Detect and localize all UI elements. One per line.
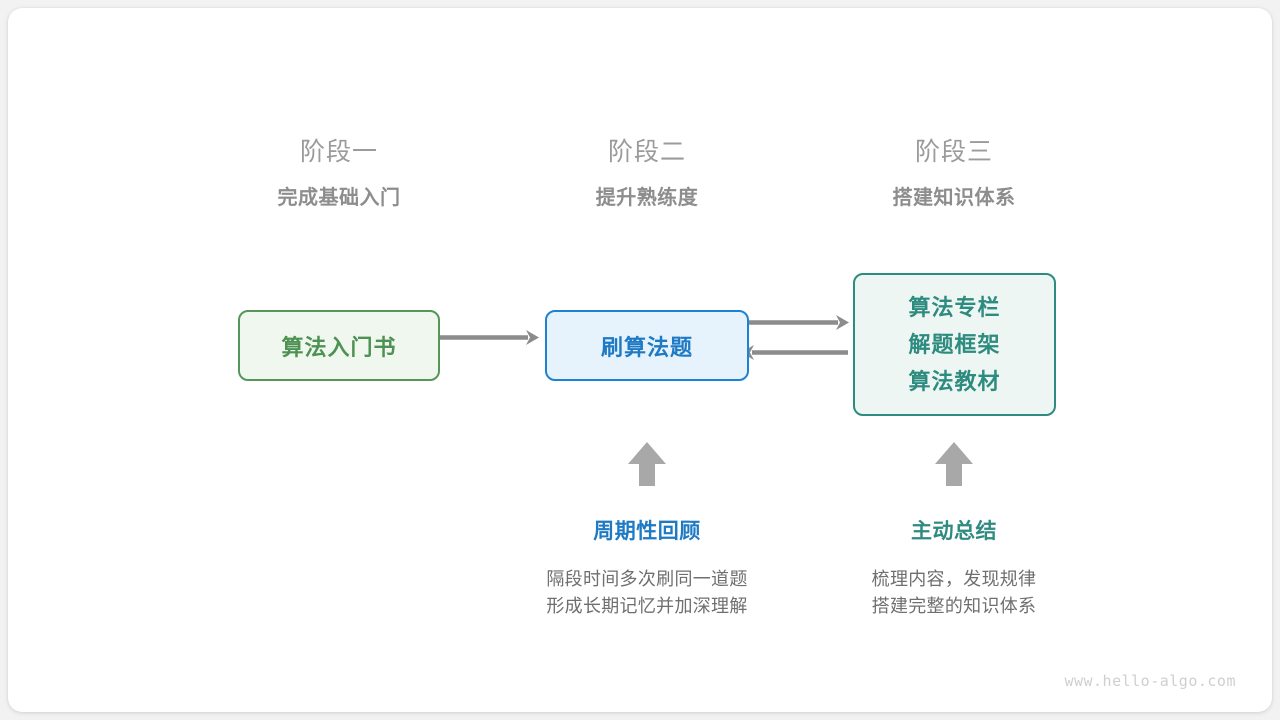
stage-1-subtitle: 完成基础入门 <box>277 187 401 209</box>
stage-3-subtitle: 搭建知识体系 <box>892 187 1016 209</box>
annotation-review-desc-line-2: 形成长期记忆并加深理解 <box>546 596 748 616</box>
node-practice-label: 刷算法题 <box>600 334 693 360</box>
arrow-book-to-practice <box>432 330 539 345</box>
annotation-periodic-review: 周期性回顾 隔段时间多次刷同一道题 形成长期记忆并加深理解 <box>497 517 797 620</box>
node-algorithm-intro-book: 算法入门书 <box>238 310 440 381</box>
node-practice-problems: 刷算法题 <box>545 310 749 381</box>
watermark-url: www.hello-algo.com <box>1064 672 1236 690</box>
node-learning-resources: 算法专栏 解题框架 算法教材 <box>853 273 1056 416</box>
annotation-review-description: 隔段时间多次刷同一道题 形成长期记忆并加深理解 <box>497 566 797 620</box>
stage-header-2: 阶段二 提升熟练度 <box>507 135 787 213</box>
annotation-review-desc-line-1: 隔段时间多次刷同一道题 <box>546 569 748 589</box>
stage-header-3: 阶段三 搭建知识体系 <box>814 135 1094 213</box>
stage-header-1: 阶段一 完成基础入门 <box>199 135 479 213</box>
node-resources-line-1: 算法专栏 <box>908 295 1001 320</box>
diagram-card: 阶段一 完成基础入门 阶段二 提升熟练度 阶段三 搭建知识体系 算法入门书 刷算… <box>8 8 1272 712</box>
annotation-active-summary: 主动总结 梳理内容，发现规律 搭建完整的知识体系 <box>804 517 1104 620</box>
node-resources-line-2: 解题框架 <box>908 332 1001 357</box>
stage-1-title: 阶段一 <box>299 138 378 166</box>
arrow-review-up <box>628 442 666 486</box>
arrow-summary-up <box>935 442 973 486</box>
node-book-label: 算法入门书 <box>281 334 397 360</box>
stage-2-subtitle: 提升熟练度 <box>595 187 699 209</box>
annotation-summary-desc-line-2: 搭建完整的知识体系 <box>871 596 1037 616</box>
annotation-review-title: 周期性回顾 <box>593 520 701 543</box>
stage-2-title: 阶段二 <box>607 138 686 166</box>
node-resources-line-3: 算法教材 <box>908 369 1001 394</box>
annotation-summary-description: 梳理内容，发现规律 搭建完整的知识体系 <box>804 566 1104 620</box>
annotation-summary-desc-line-1: 梳理内容，发现规律 <box>871 569 1037 589</box>
arrow-resources-to-practice <box>741 345 848 360</box>
stage-3-title: 阶段三 <box>914 138 993 166</box>
annotation-summary-title: 主动总结 <box>911 520 997 543</box>
arrow-practice-to-resources <box>742 315 849 330</box>
